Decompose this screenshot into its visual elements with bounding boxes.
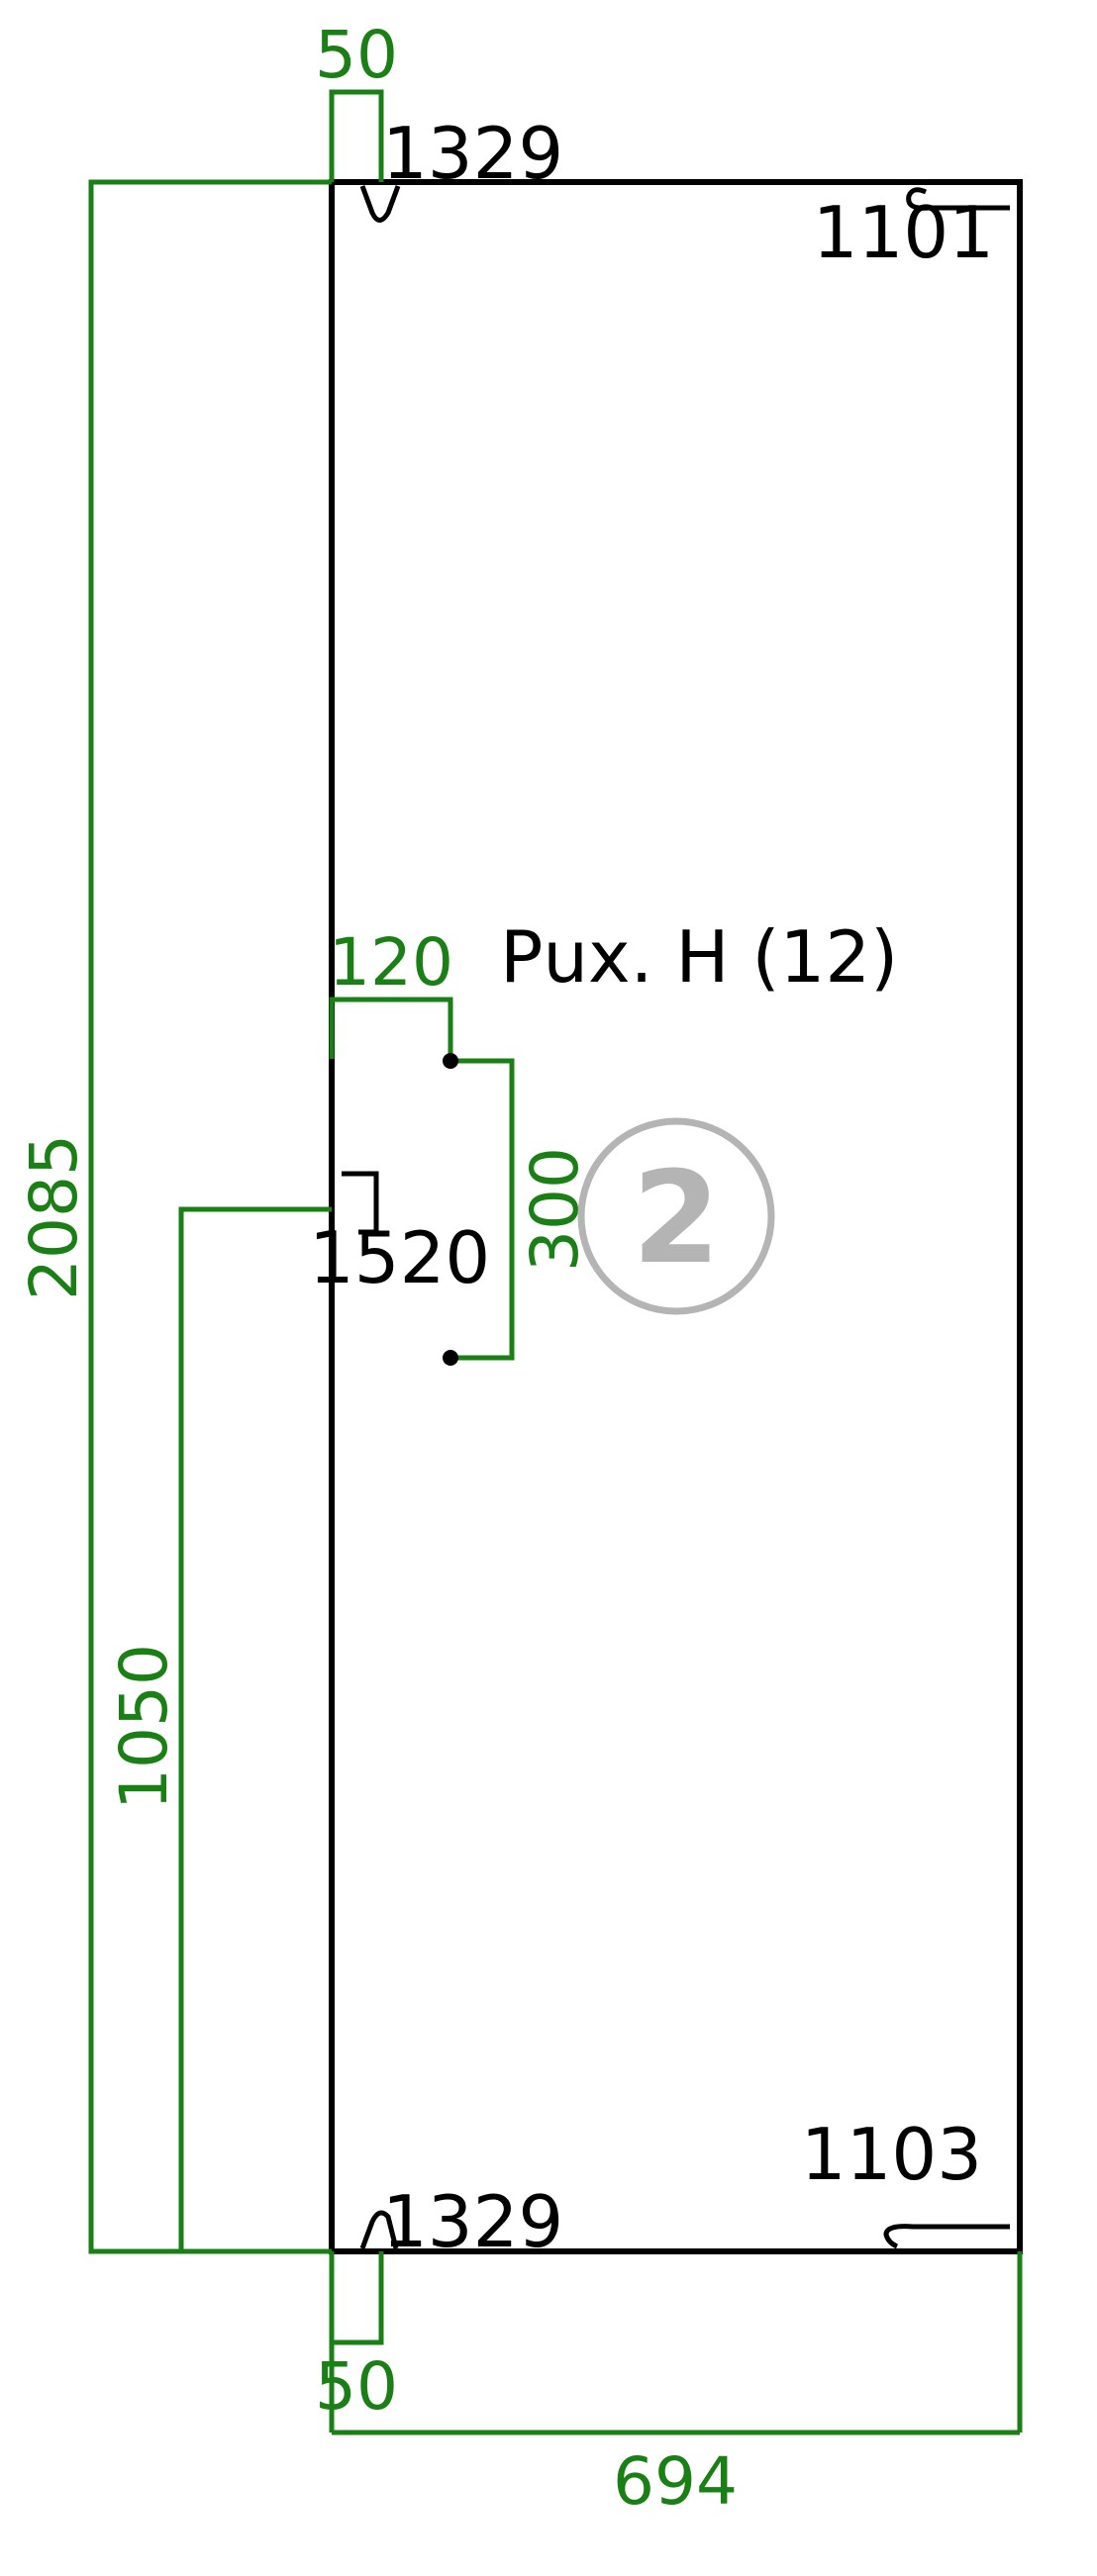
height-dimension-label: 2085 — [16, 1134, 92, 1300]
edge-symbol-bottom-right — [883, 2224, 1010, 2249]
panel-outline — [329, 179, 1023, 2254]
label-top-left: 1329 — [382, 112, 563, 195]
edge-symbol-side — [342, 1171, 379, 1235]
bottom-notch-dimension — [329, 2251, 384, 2345]
width-dimension-label: 694 — [613, 2443, 738, 2520]
panel-number: 2 — [632, 1145, 720, 1292]
top-notch-label: 50 — [315, 17, 398, 93]
bottom-notch-label: 50 — [315, 2348, 398, 2425]
handle-hole-top — [443, 1053, 458, 1069]
handle-hole-bottom — [443, 1350, 458, 1366]
edge-symbol-top-left — [359, 185, 401, 223]
handle-offset-label: 120 — [329, 924, 453, 1001]
label-side-mid: 1520 — [309, 1216, 490, 1299]
label-handle: Рuх. Н (12) — [500, 915, 898, 999]
height-dimension-line — [88, 179, 332, 2254]
label-top-right: 1101 — [813, 191, 994, 274]
edge-symbol-bottom-left — [359, 2210, 399, 2249]
side-height-dimension-line — [178, 1206, 332, 2251]
panel-number-badge — [577, 1117, 775, 1315]
edge-symbol-top-right — [906, 187, 1010, 211]
handle-spacing-dimension — [450, 1058, 515, 1361]
label-bottom-right: 1103 — [801, 2113, 982, 2196]
label-bottom-left: 1329 — [382, 2180, 563, 2263]
top-notch-dimension — [329, 89, 384, 182]
side-height-label: 1050 — [106, 1644, 182, 1810]
handle-offset-dimension — [329, 997, 453, 1061]
